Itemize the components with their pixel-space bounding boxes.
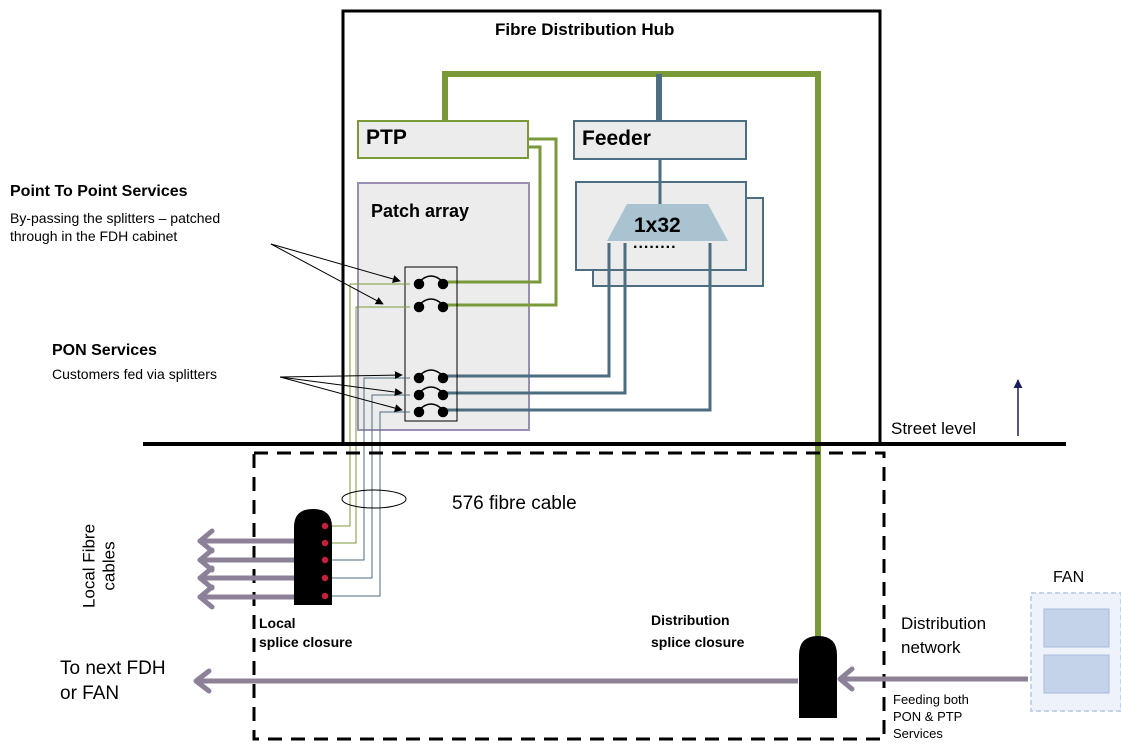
feeding-line3: Services	[893, 726, 943, 741]
ptp-services-line1: By-passing the splitters – patched	[10, 210, 221, 226]
pon-fibre-3	[447, 243, 712, 412]
fan-label: FAN	[1053, 569, 1085, 586]
local-fibre-line1: Local Fibre	[79, 523, 99, 609]
drop-fibres	[325, 283, 410, 597]
patch-panel	[404, 266, 458, 422]
fan-panel-bottom	[1043, 654, 1110, 694]
feeder-box	[573, 120, 747, 160]
local-splice-ports	[321, 522, 329, 600]
cable-label: 576 fibre cable	[452, 493, 577, 514]
ptp-jumper-2	[444, 137, 558, 307]
next-fdh-arrowhead	[193, 668, 212, 694]
annotation-arrows	[270, 243, 403, 412]
fan-panel-top	[1043, 608, 1110, 648]
splitter-dots: ........	[633, 235, 677, 252]
local-fibre-cables-label: Local Fibre cables	[80, 524, 121, 608]
feeder-label: Feeder	[582, 127, 651, 150]
distribution-network-line2: network	[901, 638, 961, 657]
local-fibre-line2: cables	[100, 541, 119, 591]
distribution-network-line1: Distribution	[901, 614, 987, 633]
feeding-line1: Feeding both	[893, 692, 969, 707]
ptp-box	[357, 120, 529, 159]
splitter-label: 1x32	[634, 214, 681, 237]
ptp-services-title: Point To Point Services	[10, 183, 188, 200]
street-level-label: Street level	[891, 419, 977, 438]
distribution-splice-closure	[799, 636, 837, 718]
feed-fibre-green	[442, 71, 821, 645]
pon-fibre-2	[447, 243, 627, 395]
feeding-line2: PON & PTP	[893, 709, 963, 724]
distribution-feed-arrowhead	[837, 666, 855, 692]
distribution-splice-line1: Distribution	[651, 612, 730, 628]
ptp-services-line2: through in the FDH cabinet	[10, 228, 178, 244]
pon-fibre-1	[447, 243, 611, 378]
local-splice-line1: Local	[259, 615, 296, 631]
local-splice-closure	[294, 509, 332, 605]
ptp-jumper-1	[444, 145, 542, 284]
ptp-label: PTP	[366, 126, 407, 149]
pon-services-desc: Customers fed via splitters	[52, 366, 217, 382]
next-fdh-line2: or FAN	[60, 683, 120, 704]
local-fibre-arrows	[197, 528, 299, 610]
next-fdh-line1: To next FDH	[60, 658, 166, 679]
hub-title: Fibre Distribution Hub	[495, 20, 675, 39]
pon-services-title: PON Services	[52, 342, 157, 359]
patch-connectors	[413, 275, 449, 418]
distribution-splice-line2: splice closure	[651, 634, 745, 650]
patch-array-label: Patch array	[371, 201, 470, 221]
local-splice-line2: splice closure	[259, 634, 353, 650]
splitter-shape	[607, 204, 728, 241]
cable-bundle-ellipse	[341, 489, 407, 509]
